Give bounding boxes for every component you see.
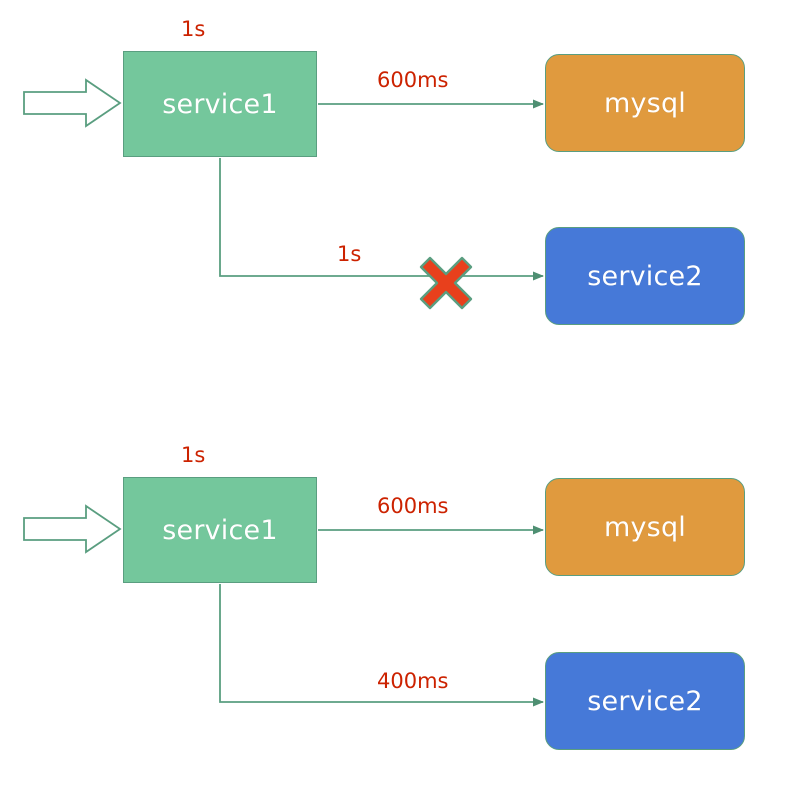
failure-x-icon <box>419 256 473 310</box>
node-label: service2 <box>587 685 703 717</box>
node-label: service1 <box>162 514 278 546</box>
inbound-block-arrow-bottom <box>23 504 122 554</box>
node-bottom-mysql[interactable]: mysql <box>545 478 745 576</box>
connector-bottom-service1-to-service2 <box>219 584 544 707</box>
node-bottom-service2[interactable]: service2 <box>545 652 745 750</box>
edge-label-top-service1-service2: 1s <box>337 242 362 266</box>
edge-label-bottom-service1-service2: 400ms <box>377 669 449 693</box>
edge-label-bottom-service1-mysql: 600ms <box>377 494 449 518</box>
node-label: service2 <box>587 260 703 292</box>
node-top-service1[interactable]: service1 <box>123 51 317 157</box>
node-bottom-service1[interactable]: service1 <box>123 477 317 583</box>
node-label: mysql <box>604 511 686 543</box>
node-top-service2[interactable]: service2 <box>545 227 745 325</box>
edge-label-top-service1-mysql: 600ms <box>377 68 449 92</box>
edge-label-top-inbound: 1s <box>181 17 206 41</box>
node-label: service1 <box>162 88 278 120</box>
node-label: mysql <box>604 87 686 119</box>
inbound-block-arrow-top <box>23 78 122 128</box>
connector-top-service1-to-service2 <box>219 158 544 281</box>
node-top-mysql[interactable]: mysql <box>545 54 745 152</box>
edge-label-bottom-inbound: 1s <box>181 443 206 467</box>
